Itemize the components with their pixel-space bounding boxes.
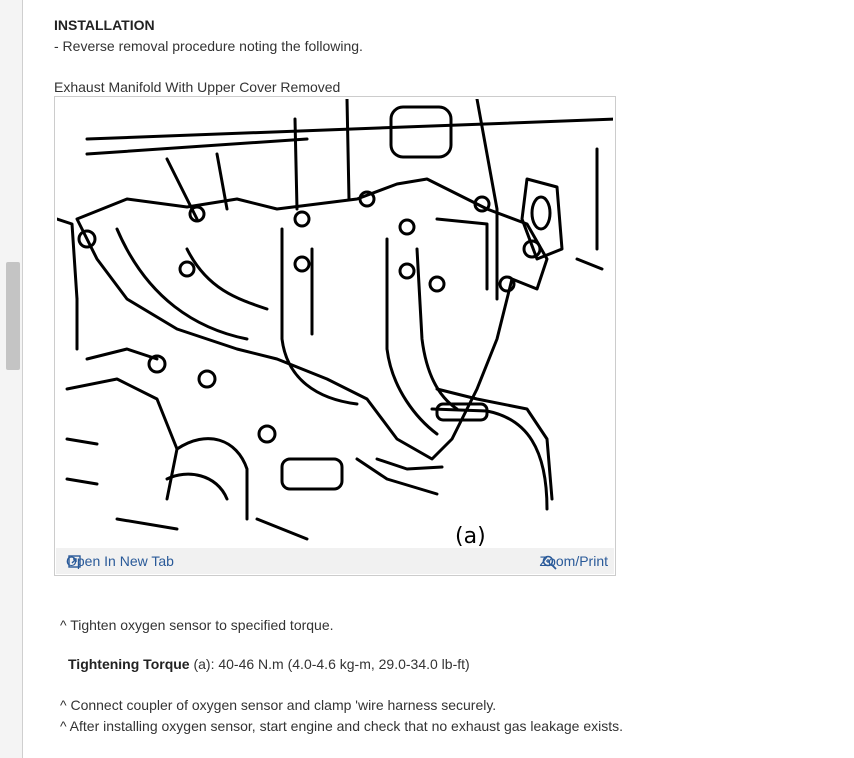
exhaust-manifold-illustration: (a) (57, 99, 613, 547)
figure-toolbar: Open In New Tab Zoom/Print (56, 548, 614, 574)
section-heading: INSTALLATION (54, 17, 155, 33)
open-in-new-tab-label: Open In New Tab (66, 553, 174, 569)
left-scroll-rail[interactable] (0, 0, 23, 758)
zoom-print-link[interactable]: Zoom/Print (539, 553, 608, 570)
note-check-leakage: ^ After installing oxygen sensor, start … (60, 718, 624, 734)
note-tighten-sensor: ^ Tighten oxygen sensor to specified tor… (60, 617, 334, 633)
torque-spec: Tightening Torque (a): 40-46 N.m (4.0-4.… (68, 656, 470, 672)
torque-value: (a): 40-46 N.m (4.0-4.6 kg-m, 29.0-34.0 … (189, 656, 470, 672)
figure-frame: (a) Open In New Tab Zoom/Print (54, 96, 616, 576)
zoom-magnifier-icon (542, 555, 557, 570)
figure-caption: Exhaust Manifold With Upper Cover Remove… (54, 79, 341, 95)
figure-label: (a) (455, 524, 486, 547)
open-in-new-tab-link[interactable]: Open In New Tab (66, 553, 174, 569)
scrollbar-thumb[interactable] (6, 262, 20, 370)
note-connect-coupler: ^ Connect coupler of oxygen sensor and c… (60, 697, 497, 713)
intro-text: - Reverse removal procedure noting the f… (54, 38, 363, 54)
open-in-new-tab-icon (68, 555, 81, 568)
torque-label: Tightening Torque (68, 656, 190, 672)
zoom-print-label: Zoom/Print (539, 553, 608, 569)
